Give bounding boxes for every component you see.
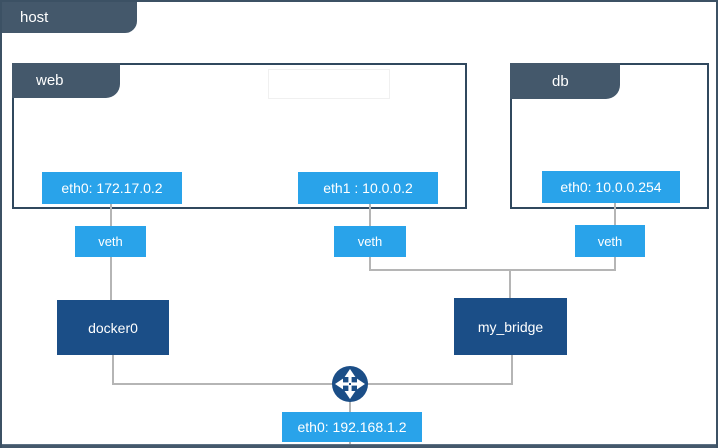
- container-tab-db: db: [510, 63, 620, 99]
- connector-line: [110, 204, 112, 226]
- router-icon: [332, 366, 368, 402]
- connector-line: [369, 204, 371, 226]
- interface-chip-web-eth0: eth0: 172.17.0.2: [42, 172, 182, 204]
- connector-line: [614, 202, 616, 225]
- host-tab-label: host: [2, 2, 137, 33]
- connector-line: [369, 269, 616, 271]
- interface-chip-web-eth1: eth1 : 10.0.0.2: [298, 172, 438, 204]
- connector-line: [614, 257, 616, 271]
- connector-line: [110, 257, 112, 300]
- host-bottom-bar: [2, 444, 716, 448]
- white-patch-artifact: [268, 69, 390, 99]
- connector-line: [112, 383, 513, 385]
- container-tab-web: web: [12, 63, 120, 98]
- bridge-node-docker0: docker0: [57, 300, 169, 355]
- connector-line: [511, 355, 513, 384]
- veth-chip-web-eth0: veth: [75, 226, 146, 257]
- connector-line: [349, 400, 351, 412]
- interface-chip-host-eth0: eth0: 192.168.1.2: [282, 412, 422, 442]
- connector-line: [369, 257, 371, 271]
- bridge-node-my-bridge: my_bridge: [454, 298, 567, 355]
- interface-chip-db-eth0: eth0: 10.0.0.254: [542, 171, 680, 203]
- veth-chip-web-eth1: veth: [334, 226, 406, 257]
- veth-chip-db-eth0: veth: [575, 225, 645, 257]
- connector-line: [112, 355, 114, 384]
- connector-line: [509, 269, 511, 298]
- connector-line: [349, 442, 351, 445]
